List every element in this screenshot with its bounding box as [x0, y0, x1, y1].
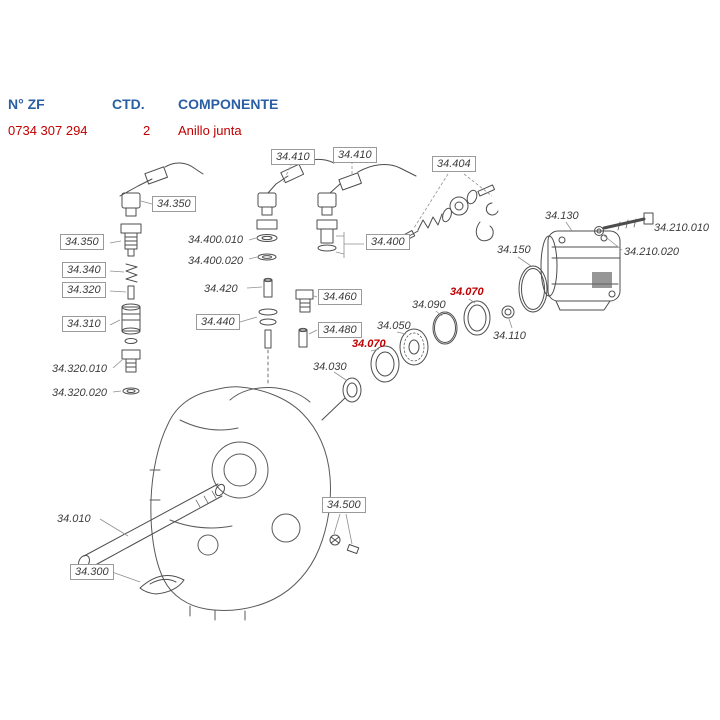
part-label-34320[interactable]: 34.320	[62, 282, 106, 298]
row-quantity: 2	[143, 123, 151, 138]
part-label-34410-b[interactable]: 34.410	[333, 147, 377, 163]
part-label-34480[interactable]: 34.480	[318, 322, 362, 338]
part-label-34400020[interactable]: 34.400.020	[188, 255, 244, 267]
end-cover-drawing	[540, 230, 621, 311]
part-label-34150[interactable]: 34.150	[497, 244, 531, 256]
part-label-34030[interactable]: 34.030	[313, 361, 347, 373]
part-label-34310[interactable]: 34.310	[62, 316, 106, 332]
part-label-34404[interactable]: 34.404	[432, 156, 476, 172]
part-label-34460[interactable]: 34.460	[318, 289, 362, 305]
row-componente: Anillo junta	[178, 123, 242, 138]
part-label-34050[interactable]: 34.050	[377, 320, 411, 332]
small-bolt-drawing	[329, 534, 360, 555]
col-header-componente: COMPONENTE	[178, 96, 279, 112]
part-label-34350-b[interactable]: 34.350	[60, 234, 104, 250]
part-label-34070-b[interactable]: 34.070	[352, 338, 386, 350]
part-label-34440[interactable]: 34.440	[196, 314, 240, 330]
part-label-34130[interactable]: 34.130	[545, 210, 579, 222]
bolt-drawing	[594, 212, 654, 236]
part-label-34070-a[interactable]: 34.070	[450, 286, 484, 298]
shaft-drawing	[77, 483, 226, 570]
part-label-34400010[interactable]: 34.400.010	[188, 234, 244, 246]
col-header-zf: N° ZF	[8, 96, 45, 112]
part-label-34090[interactable]: 34.090	[412, 299, 446, 311]
part-label-34210020[interactable]: 34.210.020	[624, 246, 680, 258]
part-label-34210010[interactable]: 34.210.010	[654, 222, 710, 234]
part-label-34340[interactable]: 34.340	[62, 262, 106, 278]
part-label-34010[interactable]: 34.010	[57, 513, 91, 525]
part-label-34500[interactable]: 34.500	[322, 497, 366, 513]
row-zf-number: 0734 307 294	[8, 123, 88, 138]
leader-lines	[99, 161, 623, 583]
gearbox-housing-drawing	[149, 386, 331, 621]
part-label-34400[interactable]: 34.400	[366, 234, 410, 250]
part-label-34300[interactable]: 34.300	[70, 564, 114, 580]
shift-parts-chain-drawing	[400, 184, 499, 242]
right-sensor-assembly-drawing	[295, 164, 417, 348]
left-sensor-assembly-drawing	[119, 162, 204, 395]
part-label-34350-a[interactable]: 34.350	[152, 196, 196, 212]
col-header-ctd: CTD.	[112, 96, 145, 112]
part-label-34420[interactable]: 34.420	[204, 283, 238, 295]
part-label-34410-a[interactable]: 34.410	[271, 149, 315, 165]
part-label-34320020[interactable]: 34.320.020	[52, 387, 108, 399]
fork-drawing	[139, 575, 185, 595]
part-label-34320010[interactable]: 34.320.010	[52, 363, 108, 375]
rings-and-discs-drawing	[321, 265, 548, 421]
part-label-34110[interactable]: 34.110	[493, 330, 526, 342]
